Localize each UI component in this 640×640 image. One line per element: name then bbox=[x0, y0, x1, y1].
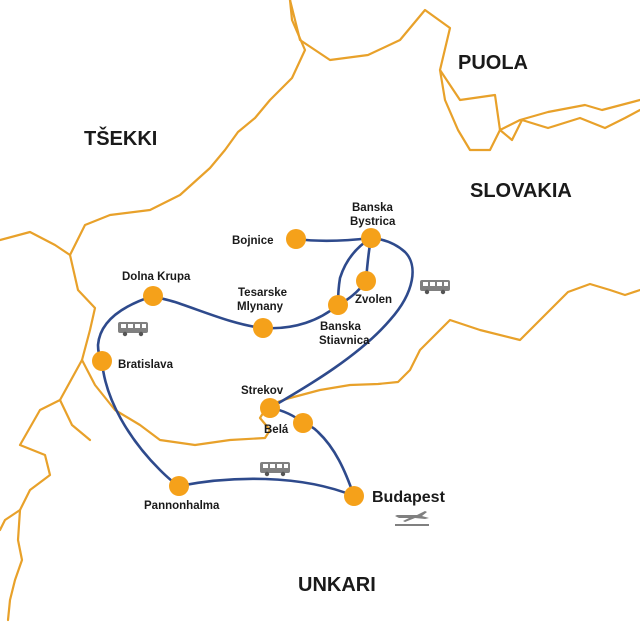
route-budapest-bela bbox=[301, 421, 356, 498]
label-dolna-krupa: Dolna Krupa bbox=[122, 271, 191, 283]
stop-tesarske-mlynany[interactable] bbox=[253, 318, 273, 338]
route-bratislava-pannonhalma bbox=[100, 359, 181, 488]
label-strekov: Strekov bbox=[241, 385, 284, 397]
label-banska-stiavnica-line1: Banska bbox=[320, 321, 362, 333]
stop-bela[interactable] bbox=[293, 413, 313, 433]
stop-banska-bystrica[interactable] bbox=[361, 228, 381, 248]
label-czech: TŠEKKI bbox=[84, 126, 157, 150]
label-bratislava: Bratislava bbox=[118, 359, 174, 371]
bus-icon bbox=[118, 322, 148, 337]
border-austria-hungary bbox=[0, 398, 62, 532]
label-bojnice: Bojnice bbox=[232, 235, 274, 247]
label-budapest: Budapest bbox=[372, 489, 446, 506]
border-west bbox=[0, 230, 72, 257]
stop-bojnice[interactable] bbox=[286, 229, 306, 249]
stop-dolna-krupa[interactable] bbox=[143, 286, 163, 306]
route-strekov-bystrica bbox=[268, 236, 414, 410]
route-bojnice-bystrica bbox=[294, 236, 373, 243]
stop-banska-stiavnica[interactable] bbox=[328, 295, 348, 315]
border-czech-slovakia bbox=[58, 0, 307, 402]
airplane-icon bbox=[395, 511, 429, 526]
label-tesarske-line1: Tesarske bbox=[238, 287, 287, 299]
bus-icon bbox=[420, 280, 450, 295]
label-poland: PUOLA bbox=[458, 52, 528, 74]
label-bela: Belá bbox=[264, 424, 289, 436]
label-banska-bystrica-line2: Bystrica bbox=[350, 216, 396, 228]
country-borders bbox=[0, 0, 640, 622]
border-east bbox=[498, 108, 640, 142]
border-north bbox=[288, 0, 640, 132]
label-hungary: UNKARI bbox=[298, 574, 376, 596]
label-banska-stiavnica-line2: Stiavnica bbox=[319, 335, 370, 347]
route-pannonhalma-budapest bbox=[177, 477, 356, 498]
label-tesarske-line2: Mlynany bbox=[237, 301, 284, 313]
border-sw bbox=[6, 508, 24, 622]
stop-zvolen[interactable] bbox=[356, 271, 376, 291]
label-banska-bystrica-line1: Banska bbox=[352, 202, 394, 214]
stop-strekov[interactable] bbox=[260, 398, 280, 418]
label-zvolen: Zvolen bbox=[355, 294, 392, 306]
stop-budapest[interactable] bbox=[344, 486, 364, 506]
stop-bratislava[interactable] bbox=[92, 351, 112, 371]
label-pannonhalma: Pannonhalma bbox=[144, 500, 220, 512]
label-slovakia: SLOVAKIA bbox=[470, 180, 572, 202]
border-south-poland bbox=[438, 68, 502, 152]
stop-pannonhalma[interactable] bbox=[169, 476, 189, 496]
border-austria-lower bbox=[58, 398, 92, 442]
border-slovakia-hungary bbox=[80, 282, 640, 447]
route-stops bbox=[92, 228, 381, 506]
bus-icon bbox=[260, 462, 290, 477]
